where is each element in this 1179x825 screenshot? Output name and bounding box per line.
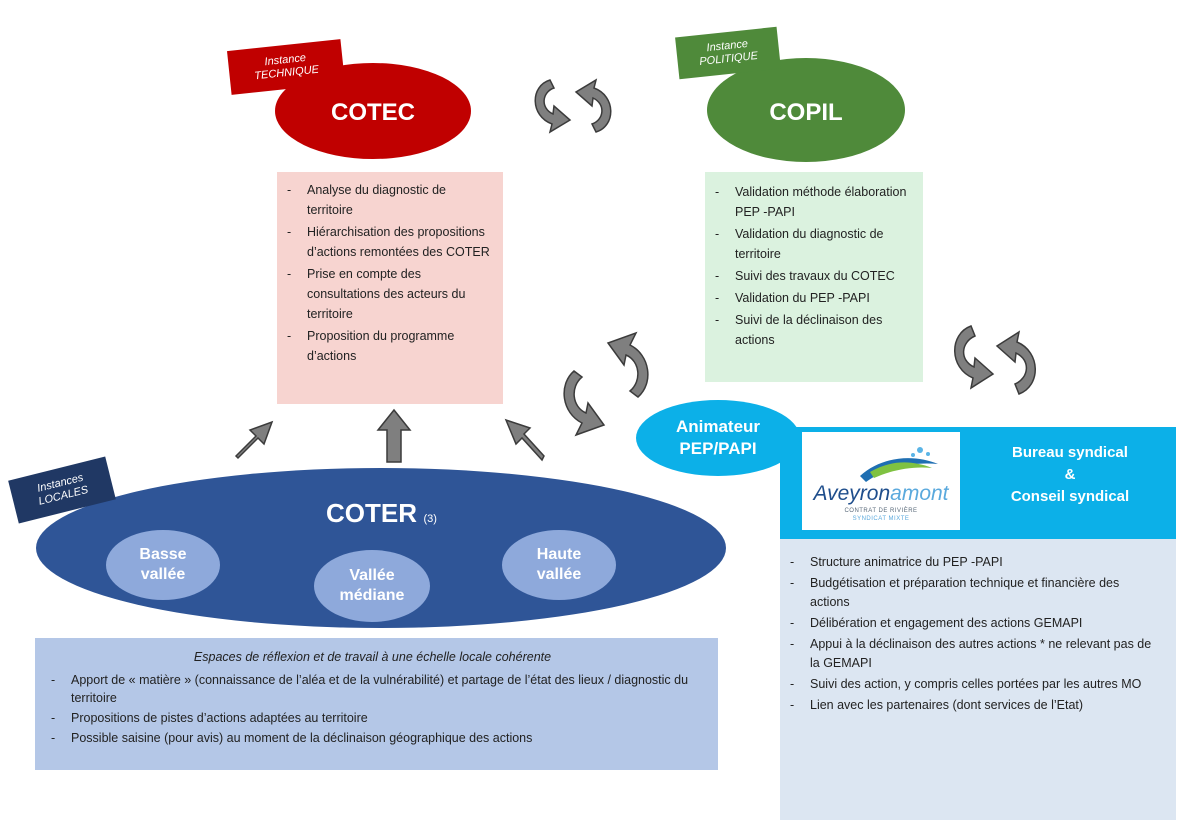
coter-title-wrap: COTER (3) bbox=[326, 498, 486, 532]
copil-list: Validation méthode élaboration PEP -PAPI… bbox=[705, 182, 915, 350]
basse-vallee-line1: Basse bbox=[139, 546, 187, 563]
animateur-line2: PEP/PAPI bbox=[679, 439, 757, 458]
bureau-item: Budgétisation et préparation technique e… bbox=[780, 574, 1162, 612]
haute-vallee-ellipse: Haute vallée bbox=[502, 530, 616, 600]
local-box: Espaces de réflexion et de travail à une… bbox=[35, 638, 718, 770]
local-box-item: Possible saisine (pour avis) au moment d… bbox=[41, 729, 704, 747]
cycle-arrow-right-icon bbox=[954, 325, 1036, 395]
bureau-item: Délibération et engagement des actions G… bbox=[780, 614, 1162, 633]
bureau-item: Appui à la déclinaison des autres action… bbox=[780, 635, 1162, 673]
logo-sub1: CONTRAT DE RIVIÈRE bbox=[844, 508, 918, 514]
vallee-mediane-line2: médiane bbox=[339, 587, 405, 604]
logo-name-a: Aveyron bbox=[813, 482, 891, 505]
bureau-title-line1: Bureau syndical bbox=[1012, 444, 1128, 461]
bureau-box: Structure animatrice du PEP -PAPI Budgét… bbox=[780, 539, 1176, 820]
logo-name: Aveyronamont bbox=[806, 482, 956, 506]
copil-item: Suivi des travaux du COTEC bbox=[705, 266, 915, 286]
bureau-title-line2: & bbox=[1064, 466, 1076, 483]
copil-ellipse: COPIL bbox=[707, 58, 905, 162]
logo-sub2: SYNDICAT MIXTE bbox=[852, 516, 910, 522]
cotec-box: Analyse du diagnostic de territoire Hiér… bbox=[277, 172, 503, 404]
arrow-up-left-icon bbox=[234, 420, 274, 460]
logo-wave-icon bbox=[860, 447, 938, 482]
copil-item: Validation du diagnostic de territoire bbox=[705, 224, 915, 264]
arrow-up-right-icon bbox=[504, 418, 545, 462]
coter-title: COTER bbox=[326, 498, 417, 528]
copil-box: Validation méthode élaboration PEP -PAPI… bbox=[705, 172, 923, 382]
cotec-list: Analyse du diagnostic de territoire Hiér… bbox=[277, 180, 495, 366]
arrow-up-center-icon bbox=[376, 408, 412, 463]
bureau-item: Structure animatrice du PEP -PAPI bbox=[780, 553, 1162, 572]
cotec-item: Prise en compte des consultations des ac… bbox=[277, 264, 495, 324]
animateur-ellipse: Animateur PEP/PAPI bbox=[636, 400, 800, 476]
aveyronamont-logo: Aveyronamont CONTRAT DE RIVIÈRE SYNDICAT… bbox=[802, 432, 960, 530]
local-box-item: Propositions de pistes d’actions adaptée… bbox=[41, 709, 704, 727]
haute-vallee-line1: Haute bbox=[536, 546, 582, 563]
local-box-list: Apport de « matière » (connaissance de l… bbox=[41, 671, 704, 747]
cotec-item: Proposition du programme d’actions bbox=[277, 326, 495, 366]
copil-item: Validation méthode élaboration PEP -PAPI bbox=[705, 182, 915, 222]
logo-name-b: amont bbox=[890, 482, 949, 505]
local-box-item: Apport de « matière » (connaissance de l… bbox=[41, 671, 704, 707]
basse-vallee-line2: vallée bbox=[140, 566, 186, 583]
bureau-list: Structure animatrice du PEP -PAPI Budgét… bbox=[780, 553, 1162, 715]
animateur-line1: Animateur bbox=[675, 417, 761, 436]
vallee-mediane-line1: Vallée bbox=[349, 567, 395, 584]
bureau-item: Lien avec les partenaires (dont services… bbox=[780, 696, 1162, 715]
vallee-mediane-ellipse: Vallée médiane bbox=[314, 550, 430, 622]
cotec-item: Hiérarchisation des propositions d’actio… bbox=[277, 222, 495, 262]
copil-item: Suivi de la déclinaison des actions bbox=[705, 310, 915, 350]
haute-vallee-line2: vallée bbox=[536, 566, 582, 583]
copil-title: COPIL bbox=[769, 99, 843, 126]
cycle-arrow-top-icon bbox=[534, 78, 612, 134]
cotec-title: COTEC bbox=[331, 99, 415, 126]
bureau-title: Bureau syndical & Conseil syndical bbox=[970, 442, 1170, 508]
coter-note: (3) bbox=[423, 513, 437, 525]
cycle-arrow-center-icon bbox=[563, 331, 649, 437]
cotec-item: Analyse du diagnostic de territoire bbox=[277, 180, 495, 220]
bureau-title-line3: Conseil syndical bbox=[1010, 488, 1130, 505]
local-box-heading: Espaces de réflexion et de travail à une… bbox=[193, 650, 552, 664]
bureau-item: Suivi des action, y compris celles porté… bbox=[780, 675, 1162, 694]
basse-vallee-ellipse: Basse vallée bbox=[106, 530, 220, 600]
copil-item: Validation du PEP -PAPI bbox=[705, 288, 915, 308]
